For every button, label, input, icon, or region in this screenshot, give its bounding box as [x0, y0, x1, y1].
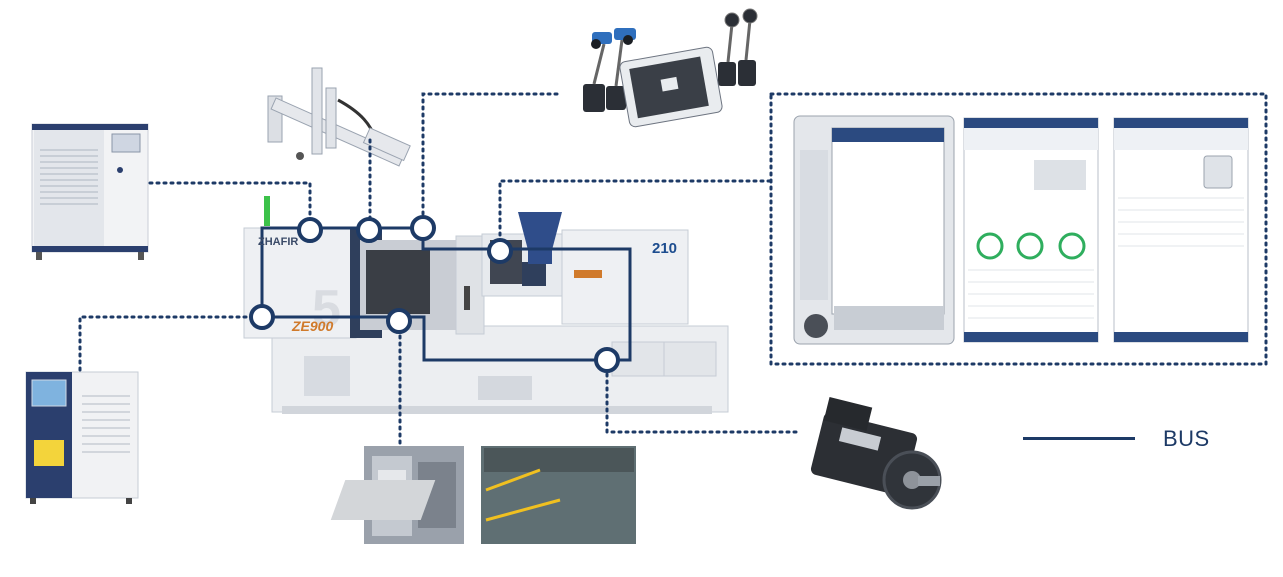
bus-nodes — [249, 215, 620, 373]
robot-arm-icon — [267, 67, 411, 167]
machine-tonnage: 210 — [652, 240, 678, 257]
bus-node — [386, 308, 412, 334]
bus-node — [297, 217, 323, 243]
chiller-icon — [31, 123, 149, 260]
chiller-connector — [148, 181, 312, 230]
factory-icon — [330, 446, 636, 544]
temperature-controller-connector — [78, 315, 260, 372]
temperature-controller-icon — [25, 371, 139, 504]
vision-connector — [421, 92, 562, 230]
servo-motor-icon — [810, 397, 942, 510]
hmi-connector — [498, 179, 773, 251]
machine-model: ZE900 — [292, 318, 334, 334]
bus-legend-label: BUS — [1163, 426, 1210, 451]
bus-node — [487, 238, 513, 264]
tablet-icon — [619, 46, 723, 128]
machine-brand: ZHAFIR — [258, 236, 299, 248]
servo-connector — [605, 358, 802, 434]
bus-legend-line — [1023, 437, 1135, 440]
bus-node — [249, 304, 275, 330]
bus-node — [410, 215, 436, 241]
svg-text:5: 5 — [312, 280, 341, 338]
dotted-connectors — [78, 92, 802, 448]
camera-icon — [583, 8, 758, 112]
hmi-panel-icon — [769, 92, 1268, 366]
bus-node — [356, 217, 382, 243]
bus-node — [594, 347, 620, 373]
